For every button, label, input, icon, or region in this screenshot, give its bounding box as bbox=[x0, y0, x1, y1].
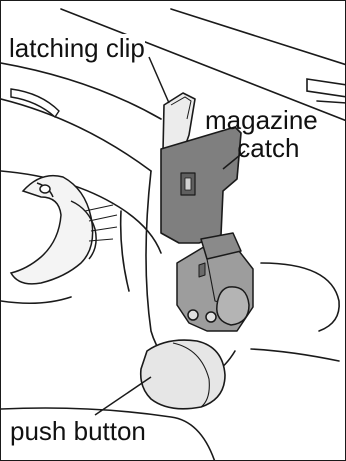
magazine-catch-label-line2: catch bbox=[205, 134, 318, 162]
latching-clip-leader bbox=[149, 57, 169, 103]
magazine-catch-label: magazine catch bbox=[205, 106, 318, 162]
push-button-leader bbox=[95, 377, 151, 415]
catch-mechanism bbox=[177, 233, 253, 331]
push-button-label: push button bbox=[10, 417, 146, 445]
magazine-catch-label-line1: magazine bbox=[205, 106, 318, 134]
latching-clip-label: latching clip bbox=[9, 34, 145, 62]
push-button-part bbox=[141, 340, 225, 409]
trigger bbox=[11, 176, 117, 284]
